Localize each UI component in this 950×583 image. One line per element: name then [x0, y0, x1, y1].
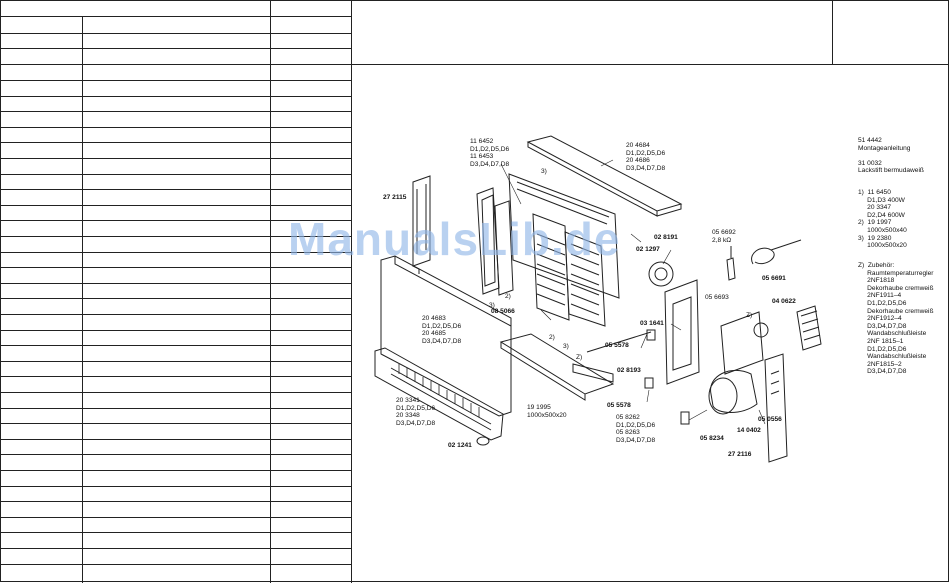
- table-row-line: [0, 174, 351, 175]
- table-row-line: [0, 252, 351, 253]
- bottom-grille: [374, 347, 504, 441]
- label-2-mid: 2): [505, 293, 511, 300]
- table-row-line: [0, 205, 351, 206]
- table-row-line: [0, 283, 351, 284]
- label-20-3341: 20 3341 D1,D2,D5,D6 20 3348 D3,D4,D7,D8: [396, 397, 436, 427]
- table-row-line: [0, 127, 351, 128]
- table-row-line: [0, 48, 351, 49]
- table-row-line: [0, 80, 351, 81]
- table-row-line: [0, 298, 351, 299]
- notes-accessories: Z) Zubehör: Raumtemperaturregler 2NF1818…: [858, 262, 934, 376]
- side-panel-left: [412, 175, 431, 267]
- label-02-1297: 02 1297: [636, 246, 660, 253]
- table-row-line: [0, 158, 351, 159]
- label-3-top: 3): [541, 168, 547, 175]
- label-z-right: Z): [746, 312, 753, 319]
- label-27-2116: 27 2116: [728, 451, 752, 458]
- table-right-border: [351, 0, 352, 583]
- terminal-block: [796, 305, 822, 351]
- fan-motor: [710, 369, 758, 413]
- label-05-6691: 05 6691: [762, 275, 786, 282]
- table-row-line: [0, 532, 351, 533]
- label-19-1995: 19 1995 1000x500x20: [527, 404, 567, 419]
- table-row-line: [0, 314, 351, 315]
- table-row-line: [0, 64, 351, 65]
- label-14-0402: 14 0402: [737, 427, 761, 434]
- table-row-line: [0, 548, 351, 549]
- label-05-0556: 05 0556: [758, 416, 782, 423]
- back-housing: [508, 173, 620, 299]
- table-row-line: [0, 236, 351, 237]
- table-row-line: [0, 96, 351, 97]
- table-row-line: [0, 330, 351, 331]
- filter-mat: [499, 333, 615, 395]
- table-row-line: [0, 470, 351, 471]
- label-02-1241: 02 1241: [448, 442, 472, 449]
- label-08-5066: 08 5066: [491, 308, 515, 315]
- table-row-line: [0, 142, 351, 143]
- label-05-6693: 05 6693: [705, 294, 729, 301]
- table-row-line: [0, 345, 351, 346]
- label-z-mid: Z): [576, 354, 583, 361]
- table-row-line: [0, 517, 351, 518]
- rear-grid-panel: [564, 231, 606, 327]
- table-row-line: [0, 501, 351, 502]
- table-row-line: [0, 111, 351, 112]
- label-2-low: 2): [549, 334, 555, 341]
- label-05-6692: 05 6692 2,8 kΩ: [712, 229, 736, 244]
- label-3-mid: 3): [489, 302, 495, 309]
- table-row-line: [0, 267, 351, 268]
- table-row-line: [0, 392, 351, 393]
- exploded-view-drawing: [374, 135, 822, 463]
- label-27-2115: 27 2115: [383, 194, 407, 201]
- notes-variants: 1) 11 6450 D1,D3 400W 20 3347 D2,D4 600W…: [858, 189, 907, 250]
- table-row-line: [0, 189, 351, 190]
- label-05-5578-top: 05 5578: [605, 342, 629, 349]
- label-02-8193: 02 8193: [617, 367, 641, 374]
- filter-frame-2: [494, 200, 514, 296]
- header-divider-line: [832, 0, 833, 64]
- table-row-line: [0, 564, 351, 565]
- thermostat-knob: [648, 261, 674, 287]
- table-column-divider: [82, 16, 83, 583]
- table-row-line: [0, 16, 351, 17]
- table-row-line: [0, 454, 351, 455]
- table-row-line: [0, 423, 351, 424]
- table-column-divider: [270, 0, 271, 583]
- label-05-8234: 05 8234: [700, 435, 724, 442]
- label-20-4684: 20 4684 D1,D2,D5,D6 20 4686 D3,D4,D7,D8: [626, 142, 666, 172]
- table-row-line: [0, 408, 351, 409]
- label-20-4683: 20 4683 D1,D2,D5,D6 20 4685 D3,D4,D7,D8: [422, 315, 462, 345]
- table-row-line: [0, 220, 351, 221]
- side-panel-right: [764, 353, 788, 463]
- table-row-line: [0, 486, 351, 487]
- label-11-6452: 11 6452 D1,D2,D5,D6 11 6453 D3,D4,D7,D8: [470, 138, 510, 168]
- table-row-line: [0, 376, 351, 377]
- watermark: ManualsLib.de: [288, 213, 621, 265]
- heating-element: [532, 213, 570, 321]
- table-row-line: [0, 361, 351, 362]
- label-3-low: 3): [563, 343, 569, 350]
- label-05-8262: 05 8262 D1,D2,D5,D6 05 8263 D3,D4,D7,D8: [616, 414, 656, 444]
- label-02-8191: 02 8191: [654, 234, 678, 241]
- table-row-line: [0, 33, 351, 34]
- switch-plate: [720, 311, 764, 375]
- label-04-0622: 04 0622: [772, 298, 796, 305]
- parts-table: [0, 0, 352, 583]
- table-row-line: [0, 439, 351, 440]
- notes-documentation: 51 4442 Montageanleitung 31 0032 Lacksti…: [858, 137, 924, 175]
- control-box: [664, 279, 700, 385]
- header-bottom-line: [351, 64, 949, 65]
- label-03-1641: 03 1641: [640, 320, 664, 327]
- label-05-5578-low: 05 5578: [607, 402, 631, 409]
